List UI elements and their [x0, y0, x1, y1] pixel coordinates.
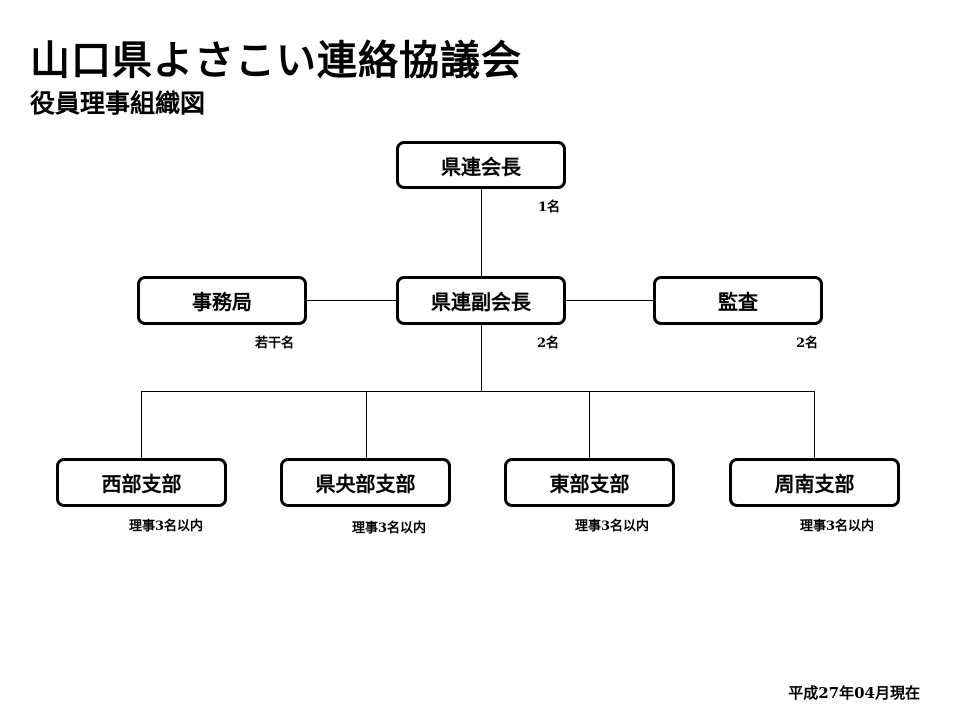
page-title: 山口県よさこい連絡協議会	[30, 37, 522, 84]
node-branch-west: 西部支部	[56, 458, 227, 507]
node-auditor: 監査	[653, 276, 823, 325]
node-branch-east: 東部支部	[504, 458, 675, 507]
connector-vice-branches	[481, 324, 482, 391]
connector-branch-central	[366, 391, 367, 459]
connector-vice-auditor	[565, 300, 654, 301]
node-secretariat: 事務局	[137, 276, 307, 325]
connector-branch-east	[589, 391, 590, 459]
count-vice-chairman: 2名	[537, 336, 560, 351]
connector-branch-bus	[141, 391, 815, 392]
page-subtitle: 役員理事組織図	[30, 89, 206, 118]
node-branch-shunan: 周南支部	[729, 458, 900, 507]
count-branch-central: 理事3名以内	[352, 521, 427, 536]
node-vice-chairman: 県連副会長	[396, 276, 566, 325]
count-chairman: 1名	[538, 200, 561, 215]
count-branch-east: 理事3名以内	[575, 519, 650, 534]
connector-branch-shunan	[814, 391, 815, 459]
connector-secretariat-vice	[306, 300, 397, 301]
connector-chairman-vice	[481, 188, 482, 277]
count-auditor: 2名	[796, 336, 819, 351]
node-chairman: 県連会長	[396, 141, 566, 189]
count-branch-shunan: 理事3名以内	[800, 519, 875, 534]
count-secretariat: 若干名	[255, 336, 295, 351]
count-branch-west: 理事3名以内	[129, 519, 204, 534]
as-of-date: 平成27年04月現在	[788, 684, 920, 702]
connector-branch-west	[141, 391, 142, 459]
node-branch-central: 県央部支部	[280, 458, 451, 507]
